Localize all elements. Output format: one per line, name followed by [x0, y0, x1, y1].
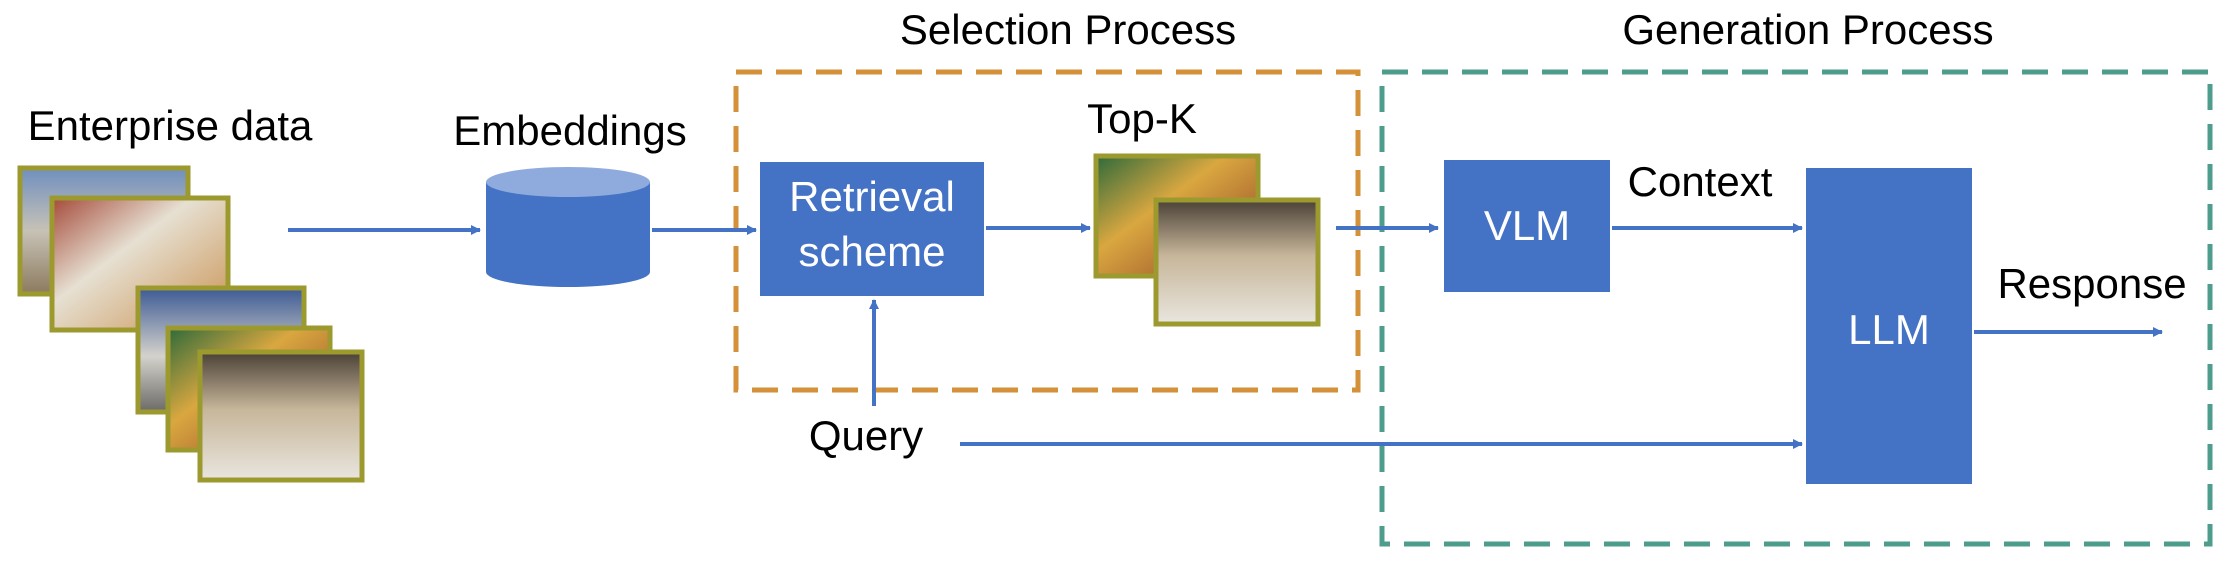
retrieval-scheme-label-line1: Retrieval [789, 173, 955, 220]
llm-label: LLM [1848, 306, 1930, 353]
generation-process-border [1379, 69, 2213, 547]
top-k-images [1093, 153, 1321, 327]
enterprise-data-images [17, 165, 365, 483]
top-k-image-2 [1153, 197, 1321, 327]
selection-process-title: Selection Process [900, 6, 1236, 53]
embeddings-label: Embeddings [453, 107, 686, 154]
generation-process-title: Generation Process [1622, 6, 1993, 53]
enterprise-data-label: Enterprise data [28, 102, 313, 149]
context-label: Context [1628, 158, 1773, 205]
llm-box [1806, 168, 1972, 484]
enterprise-image-5 [197, 349, 365, 483]
query-label: Query [809, 412, 923, 459]
response-label: Response [1997, 260, 2186, 307]
top-k-label: Top-K [1087, 95, 1197, 142]
retrieval-scheme-label-line2: scheme [798, 228, 945, 275]
vlm-box [1444, 160, 1610, 292]
vlm-label: VLM [1484, 202, 1570, 249]
retrieval-scheme-box [760, 162, 984, 296]
embeddings-database-icon [486, 167, 650, 287]
